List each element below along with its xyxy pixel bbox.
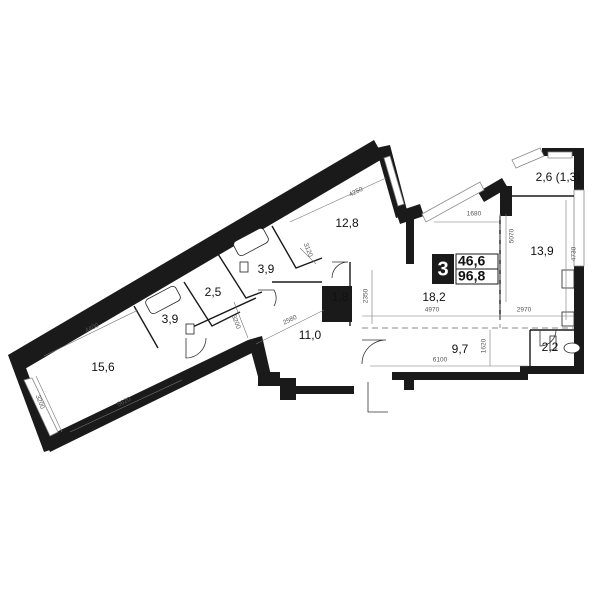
zone-lines — [362, 214, 574, 329]
stove — [561, 269, 575, 289]
room-wc: 2,2 — [542, 340, 559, 354]
dim-1680: 1680 — [467, 211, 482, 218]
total-area: 96,8 — [458, 268, 485, 284]
room-bath-middle: 3,9 — [258, 262, 275, 276]
room-storage: 1,8 — [332, 290, 349, 304]
bathtub-left — [145, 285, 181, 315]
windows — [23, 147, 585, 437]
room-kitchen: 13,9 — [530, 244, 554, 258]
doors — [185, 261, 557, 413]
dim-6100: 6100 — [433, 357, 448, 364]
dim-4250: 4250 — [348, 186, 364, 199]
dim-3200-mid: 3200 — [230, 314, 242, 330]
sink-kitchen — [561, 311, 575, 327]
dim-3120: 3120 — [302, 242, 314, 258]
dimension-labels: 4400 5620 3200 2580 3200 4250 3120 2350 … — [34, 186, 578, 411]
room-bath-left: 3,9 — [162, 312, 179, 326]
dimension-lines — [35, 177, 574, 433]
room-count-box — [432, 254, 454, 284]
room-bedroom-left: 15,6 — [91, 360, 115, 374]
room-labels: 15,6 3,9 2,5 3,9 12,8 1,8 11,0 18,2 13,9… — [91, 170, 580, 374]
room-closet: 2,5 — [205, 285, 222, 299]
toilet-wc — [563, 342, 581, 354]
toilet-left — [185, 323, 195, 335]
dim-4730: 4730 — [571, 246, 578, 261]
apartment-badge: 3 46,6 96,8 — [432, 253, 499, 285]
room-corridor: 9,7 — [452, 342, 469, 356]
dim-4970: 4970 — [425, 307, 440, 314]
dim-5070: 5070 — [509, 228, 516, 243]
exterior-walls — [8, 140, 584, 452]
room-count: 3 — [437, 258, 448, 280]
dim-2580: 2580 — [282, 314, 298, 327]
bathtub-middle — [233, 227, 269, 257]
dim-2970: 2970 — [517, 307, 532, 314]
fixtures — [145, 227, 581, 354]
toilet-middle — [239, 261, 249, 273]
dim-1620: 1620 — [481, 338, 488, 353]
room-hallway: 11,0 — [299, 328, 322, 342]
living-area: 46,6 — [458, 253, 485, 269]
room-living: 18,2 — [422, 290, 446, 304]
room-bedroom-top: 12,8 — [335, 216, 359, 230]
dim-2350: 2350 — [363, 288, 370, 303]
room-balcony: 2,6 (1,3) — [536, 170, 581, 184]
